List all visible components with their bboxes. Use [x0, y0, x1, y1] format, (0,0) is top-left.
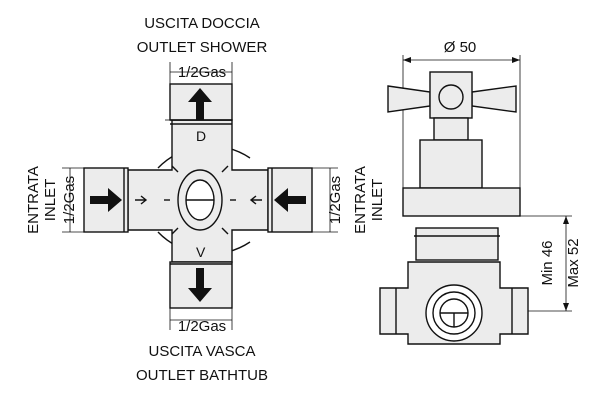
- diameter-label: Ø 50: [444, 39, 477, 56]
- top-outlet-label-en: OUTLET SHOWER: [137, 39, 268, 56]
- front-view: D V USCITA DOCCIA OUTLET SHOWER 1/2Gas 1…: [25, 15, 386, 384]
- handle-arm-right: [471, 85, 517, 113]
- right-inlet-label-en: INLET: [369, 179, 386, 222]
- flow-arrow-up: [188, 88, 212, 120]
- top-gas-label: 1/2Gas: [178, 64, 226, 81]
- mark-bathtub: V: [196, 244, 206, 260]
- small-arrow-left: [135, 195, 148, 205]
- bottom-outlet-label-en: OUTLET BATHTUB: [136, 367, 268, 384]
- cover-shroud: [419, 139, 483, 189]
- flow-arrow-in-left: [90, 188, 122, 212]
- bottom-gas-label: 1/2Gas: [178, 318, 226, 335]
- right-inlet-label-it: ENTRATA: [352, 166, 369, 234]
- flow-arrow-down: [188, 268, 212, 302]
- body-neck: [415, 227, 499, 261]
- flow-arrow-in-right: [274, 188, 306, 212]
- left-inlet-label-it: ENTRATA: [25, 166, 42, 234]
- handle-cap: [438, 84, 464, 110]
- right-gas-label: 1/2Gas: [327, 176, 344, 224]
- max-depth-label: Max 52: [565, 238, 582, 287]
- small-arrow-right: [249, 195, 262, 205]
- left-gas-label: 1/2Gas: [61, 176, 78, 224]
- min-depth-label: Min 46: [539, 240, 556, 285]
- side-view: Ø 50 Min 46 Max 52: [379, 39, 582, 345]
- mark-shower: D: [196, 128, 206, 144]
- wall-plate: [402, 187, 521, 217]
- bottom-outlet-label-it: USCITA VASCA: [149, 343, 256, 360]
- handle-stem: [433, 117, 469, 141]
- left-inlet-label-en: INLET: [42, 179, 59, 222]
- handle-arm-left: [387, 85, 431, 113]
- cartridge-ticks: [164, 165, 236, 235]
- top-outlet-label-it: USCITA DOCCIA: [144, 15, 260, 32]
